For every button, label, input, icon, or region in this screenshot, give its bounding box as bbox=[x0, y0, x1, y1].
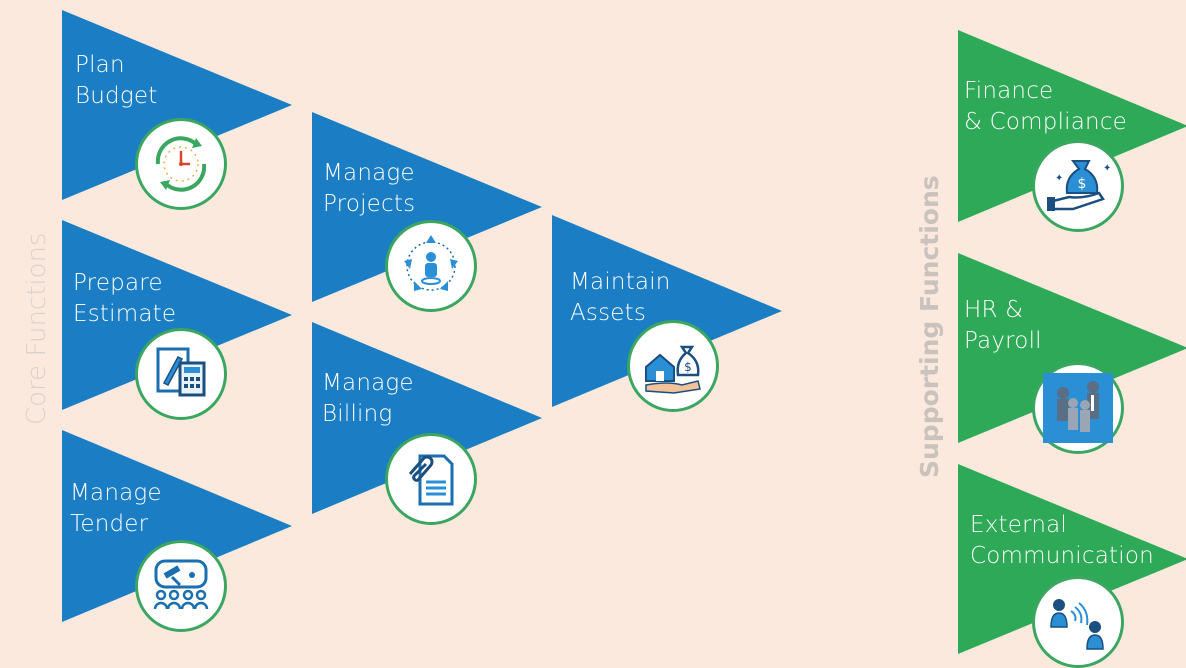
svg-text:$: $ bbox=[1078, 176, 1087, 192]
maintain-assets-triangle[interactable]: Maintain Assets bbox=[552, 215, 782, 407]
external-communication-triangle[interactable]: External Communication bbox=[958, 464, 1186, 654]
hr-people-icon bbox=[1032, 362, 1124, 454]
assets-house-money-icon: $ bbox=[627, 320, 719, 412]
clock-icon bbox=[135, 118, 227, 210]
manage-projects-label-line1: Manage bbox=[323, 160, 415, 186]
core-functions-title: Core Functions bbox=[22, 232, 52, 425]
estimate-calculator-icon bbox=[135, 328, 227, 420]
hr-payroll-triangle[interactable]: HR & Payroll bbox=[958, 253, 1186, 443]
plan-budget-label-line1: Plan bbox=[75, 52, 125, 78]
maintain-assets-label-line2: Assets bbox=[570, 300, 647, 326]
plan-budget-label-line2: Budget bbox=[75, 83, 158, 109]
tender-auction-icon bbox=[135, 540, 227, 632]
maintain-assets-label-line1: Maintain bbox=[570, 269, 671, 295]
finance-money-bag-icon: $ ✦ ✦ bbox=[1032, 140, 1124, 232]
manage-tender-label-line1: Manage bbox=[70, 480, 162, 506]
external-communication-label-line2: Communication bbox=[970, 543, 1154, 569]
manage-billing-label-line1: Manage bbox=[322, 370, 414, 396]
plan-budget-triangle[interactable]: Plan Budget bbox=[62, 10, 292, 200]
communication-people-icon bbox=[1032, 576, 1124, 668]
supporting-functions-title: Supporting Functions bbox=[915, 175, 944, 478]
manage-projects-triangle[interactable]: Manage Projects bbox=[312, 112, 542, 302]
hr-payroll-label-line1: HR & bbox=[964, 297, 1024, 323]
finance-compliance-label-line2: & Compliance bbox=[964, 109, 1128, 135]
finance-compliance-triangle[interactable]: Finance & Compliance bbox=[958, 30, 1186, 222]
manage-billing-triangle[interactable]: Manage Billing bbox=[312, 322, 542, 514]
prepare-estimate-label-line2: Estimate bbox=[73, 301, 177, 327]
svg-text:✦: ✦ bbox=[1055, 173, 1063, 184]
manage-billing-label-line2: Billing bbox=[322, 401, 393, 427]
prepare-estimate-label-line1: Prepare bbox=[73, 270, 163, 296]
prepare-estimate-triangle[interactable]: Prepare Estimate bbox=[62, 220, 292, 410]
manage-tender-triangle[interactable]: Manage Tender bbox=[62, 430, 292, 622]
manage-tender-label-line2: Tender bbox=[70, 511, 149, 537]
svg-text:✦: ✦ bbox=[1103, 163, 1111, 174]
hr-payroll-label-line2: Payroll bbox=[964, 328, 1042, 354]
svg-text:$: $ bbox=[684, 360, 692, 374]
finance-compliance-label-line1: Finance bbox=[964, 78, 1054, 104]
manage-projects-label-line2: Projects bbox=[323, 191, 416, 217]
billing-document-icon bbox=[385, 433, 477, 525]
project-person-cycle-icon bbox=[385, 220, 477, 312]
external-communication-label-line1: External bbox=[970, 512, 1068, 538]
